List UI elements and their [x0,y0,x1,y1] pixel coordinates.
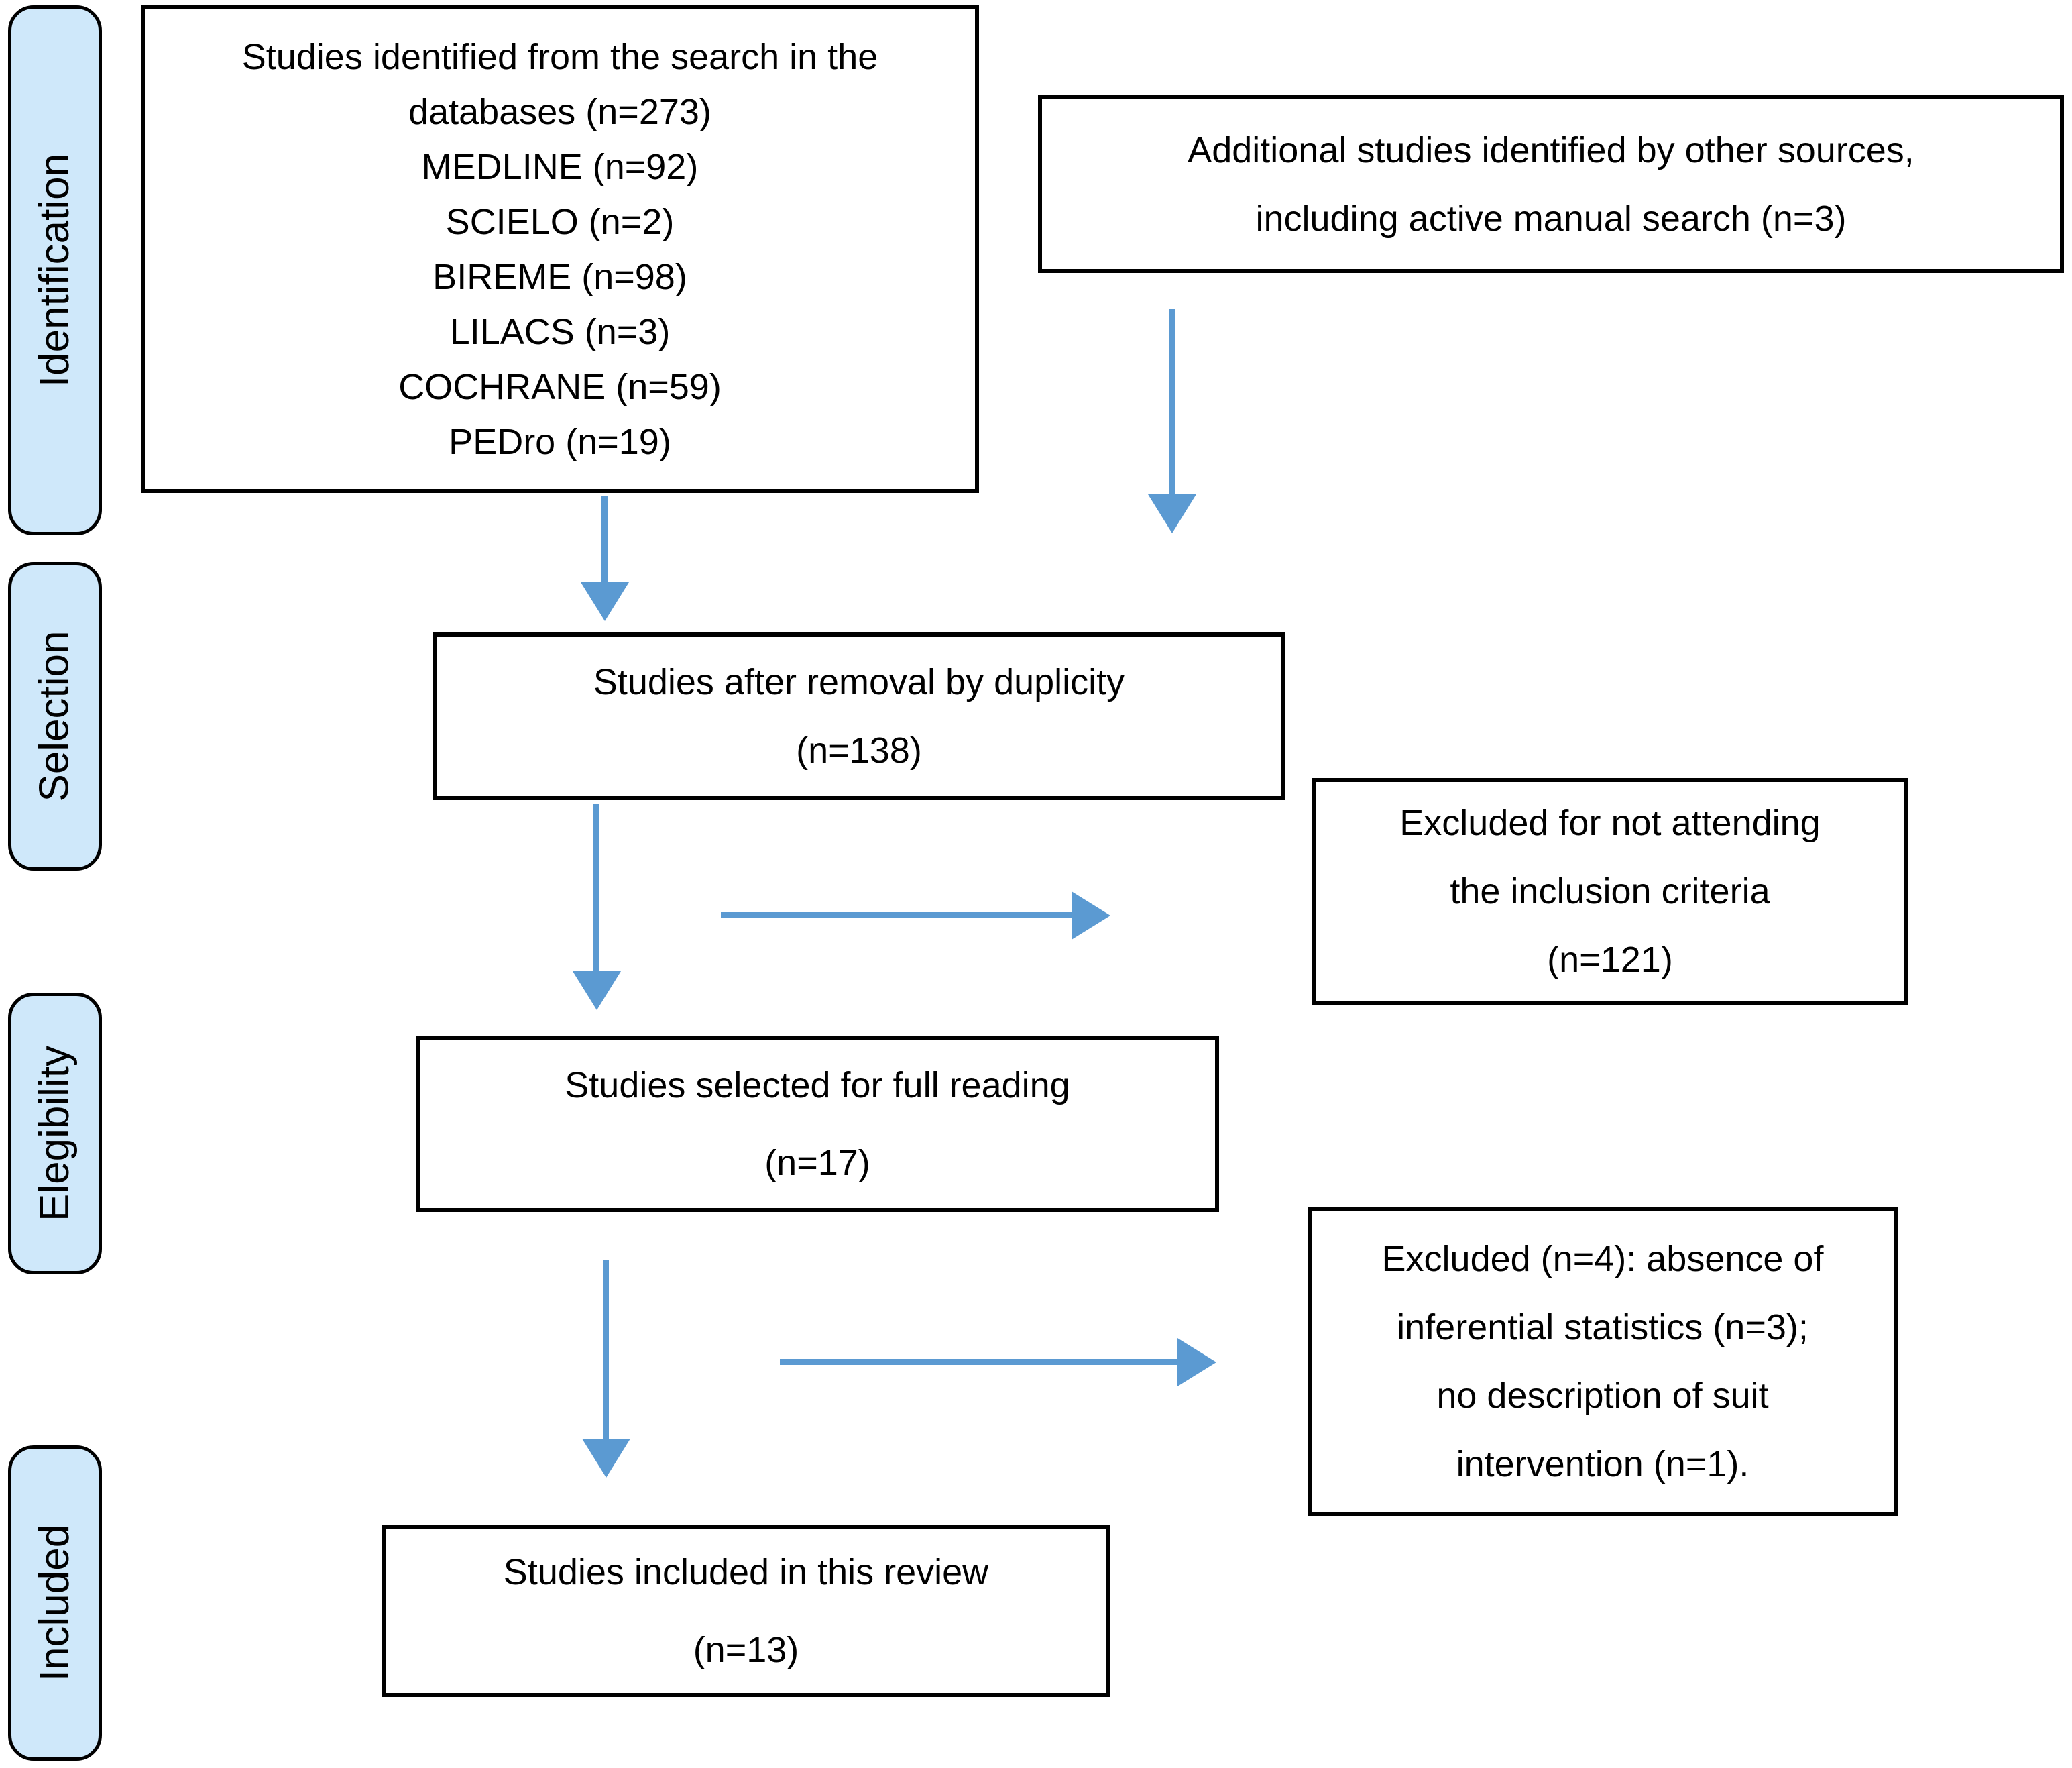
box-line: (n=138) [796,730,922,771]
stage-included-label: Included [32,1524,78,1682]
box-line: MEDLINE (n=92) [421,146,699,187]
box-line: BIREME (n=98) [433,256,687,297]
box-excluded-inclusion-criteria: Excluded for not attending the inclusion… [1312,778,1908,1005]
box-line: including active manual search (n=3) [1255,198,1847,239]
box-line: (n=13) [693,1629,799,1670]
stage-elegibility-label: Elegibility [32,1046,78,1221]
box-line: the inclusion criteria [1450,871,1770,911]
stage-selection: Selection [8,562,102,871]
box-excluded-other: Excluded (n=4): absence of inferential s… [1308,1207,1898,1516]
stage-selection-label: Selection [32,630,78,802]
box-line: PEDro (n=19) [449,421,671,462]
box-line: no description of suit [1436,1376,1769,1416]
box-line: databases (n=273) [408,91,711,132]
box-included-review: Studies included in this review (n=13) [382,1525,1110,1697]
box-line: COCHRANE (n=59) [398,366,722,407]
stage-identification-label: Identification [32,153,78,388]
box-line: Studies included in this review [503,1551,989,1592]
box-line: intervention (n=1). [1456,1444,1749,1484]
box-line: Excluded for not attending [1399,803,1821,843]
box-full-reading: Studies selected for full reading (n=17) [416,1036,1219,1212]
box-line: Studies identified from the search in th… [241,36,878,77]
box-line: (n=17) [764,1143,870,1183]
box-line: Additional studies identified by other s… [1188,129,1914,170]
box-line: (n=121) [1547,940,1673,980]
box-line: Studies selected for full reading [565,1065,1070,1105]
box-line: SCIELO (n=2) [445,201,675,242]
stage-identification: Identification [8,5,102,535]
box-studies-identified: Studies identified from the search in th… [141,5,979,493]
box-line: Excluded (n=4): absence of [1381,1239,1824,1279]
box-line: inferential statistics (n=3); [1397,1307,1808,1347]
box-after-duplicate-removal: Studies after removal by duplicity (n=13… [433,632,1285,800]
box-line: Studies after removal by duplicity [593,662,1125,702]
stage-included: Included [8,1445,102,1761]
box-line: LILACS (n=3) [449,311,671,352]
stage-elegibility: Elegibility [8,993,102,1274]
box-additional-studies: Additional studies identified by other s… [1038,95,2064,273]
